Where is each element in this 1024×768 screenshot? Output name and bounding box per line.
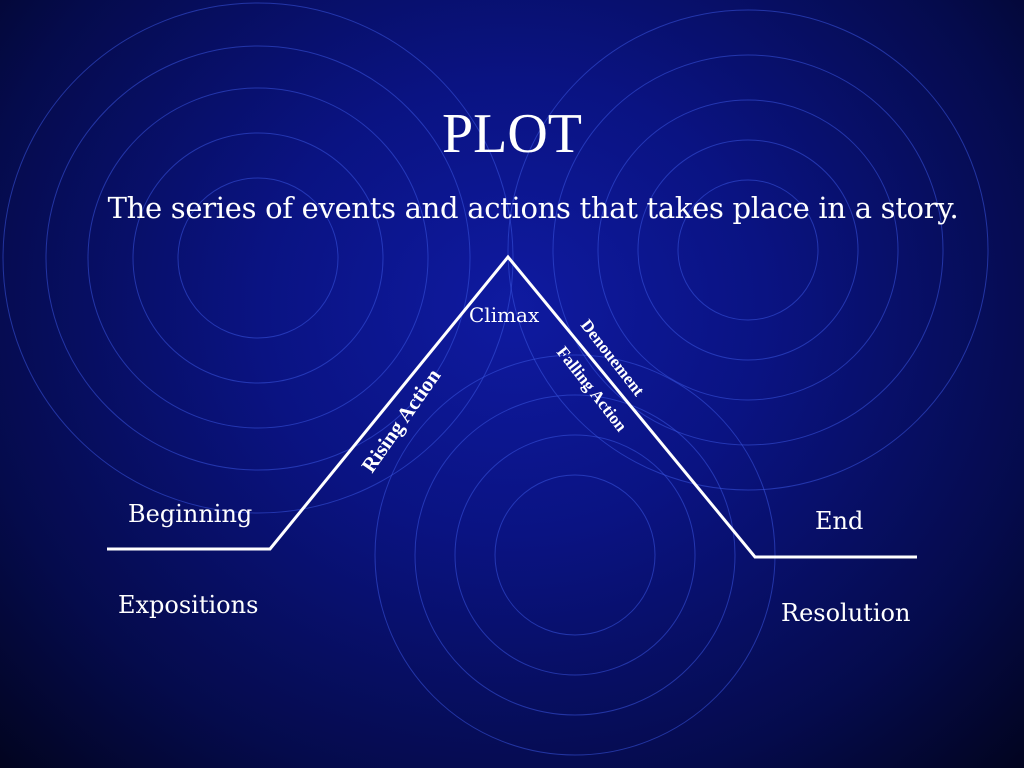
label-climax: Climax — [469, 303, 540, 327]
label-beginning: Beginning — [128, 500, 252, 528]
circle-group-top-left — [2, 2, 514, 514]
slide-title: PLOT — [442, 103, 582, 165]
circle-group-bottom — [374, 354, 776, 756]
label-resolution: Resolution — [781, 599, 910, 627]
plot-line — [107, 254, 917, 559]
circle-group-top-right — [507, 9, 989, 491]
label-expositions: Expositions — [118, 591, 258, 619]
label-end: End — [815, 507, 863, 535]
slide-subtitle: The series of events and actions that ta… — [107, 191, 959, 225]
label-rising-action: Rising Action — [356, 364, 445, 477]
